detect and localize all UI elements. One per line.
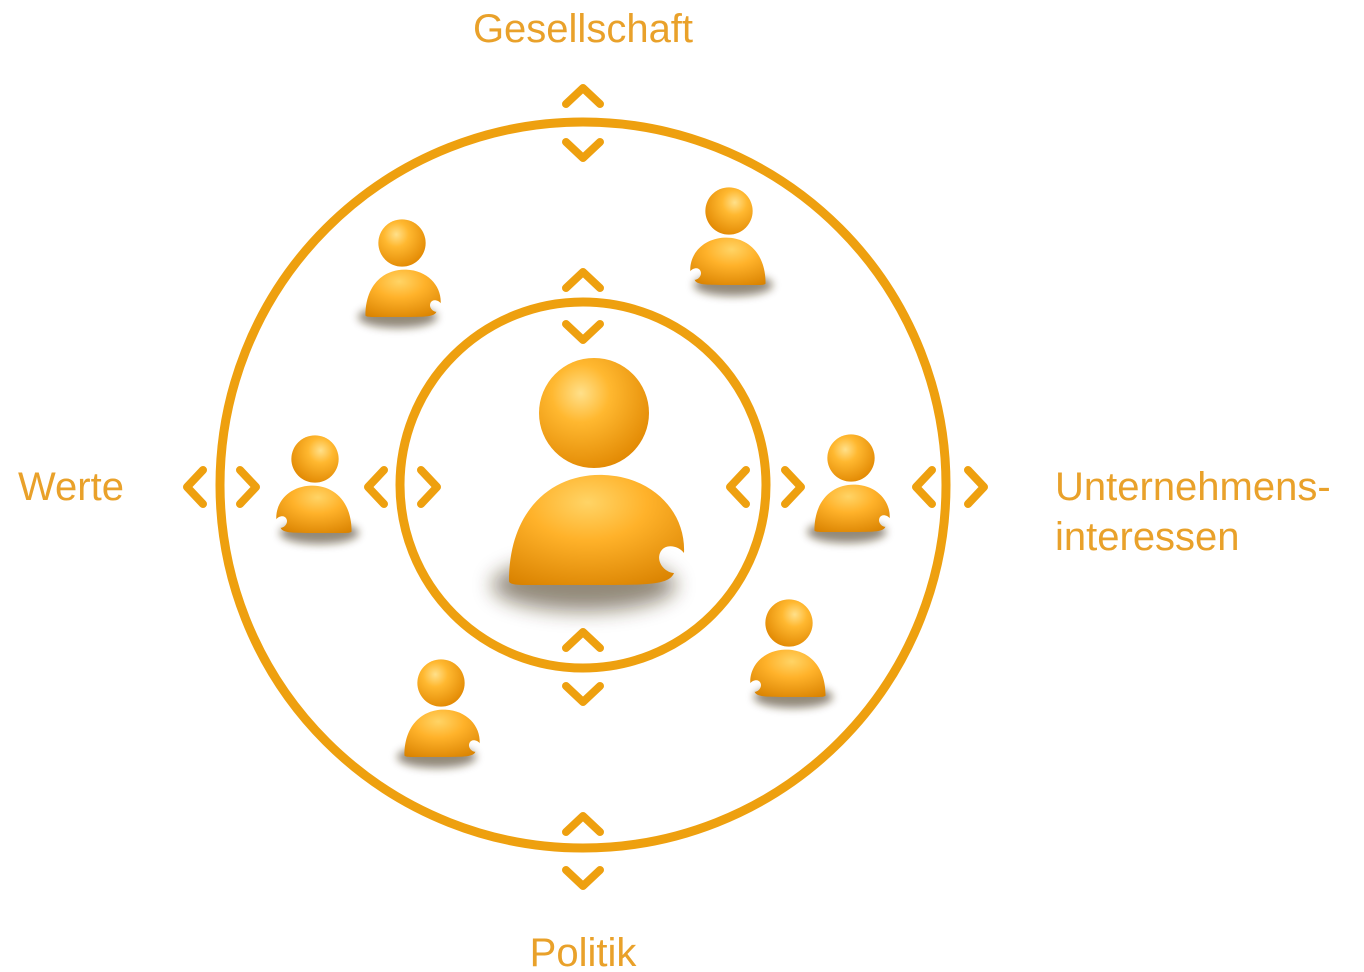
chevron-left-icon: [912, 466, 936, 508]
center-person-icon: [492, 358, 684, 611]
person-icon: [690, 187, 773, 296]
person-icon: [750, 599, 833, 708]
chevron-right-icon: [964, 466, 988, 508]
chevron-right-icon: [236, 466, 260, 508]
label-unternehmensinteressen-line1: Unternehmens-: [1055, 465, 1331, 509]
chevron-down-icon: [562, 138, 604, 162]
chevron-right-icon: [417, 466, 441, 508]
label-werte: Werte: [18, 465, 124, 509]
chevron-left-icon: [726, 466, 750, 508]
chevron-left-icon: [364, 466, 388, 508]
outer-ring: [215, 117, 951, 853]
chevron-up-icon: [562, 628, 604, 652]
chevron-left-icon: [183, 466, 207, 508]
person-icon: [397, 659, 480, 768]
person-icon: [807, 434, 890, 543]
inner-ring: [395, 297, 771, 673]
chevron-up-icon: [562, 268, 604, 292]
chevron-up-icon: [562, 84, 604, 108]
person-icon: [276, 435, 359, 544]
chevron-down-icon: [562, 320, 604, 344]
label-politik: Politik: [530, 931, 638, 972]
label-gesellschaft: Gesellschaft: [473, 7, 693, 51]
chevron-down-icon: [562, 866, 604, 890]
chevron-right-icon: [781, 466, 805, 508]
label-unternehmensinteressen-line2: interessen: [1055, 515, 1240, 559]
chevron-down-icon: [562, 682, 604, 706]
person-icon: [358, 219, 441, 328]
chevron-up-icon: [562, 812, 604, 836]
